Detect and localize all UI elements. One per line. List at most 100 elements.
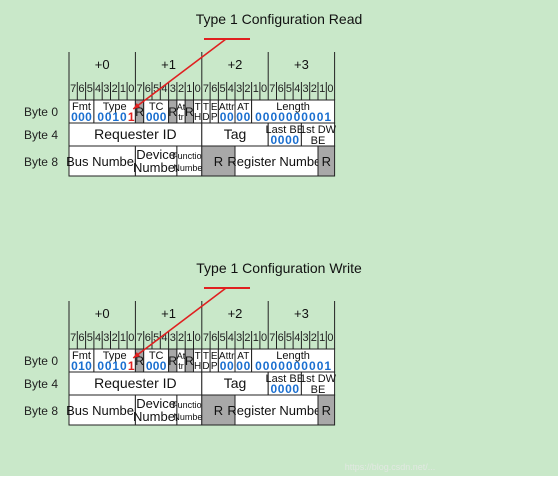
bit-number: 5	[286, 83, 292, 95]
tc-value: 0	[160, 359, 167, 373]
reserved-label: R	[135, 354, 144, 368]
ep-label: P	[211, 361, 218, 372]
type-label: Type	[103, 101, 127, 113]
last-be-value: 0	[292, 133, 299, 147]
row-label: Byte 4	[24, 128, 58, 142]
pointer-arrow	[132, 287, 227, 359]
type-value: 1	[112, 110, 119, 124]
bit-number: 2	[178, 332, 184, 344]
device-number-label: Device	[136, 396, 176, 411]
length-value: 0	[278, 110, 285, 124]
device-number-label: Number	[133, 160, 180, 175]
reserved-field	[317, 145, 336, 177]
bus-number-field	[68, 394, 136, 426]
bus-number-label: Bus Number	[66, 154, 139, 169]
byte-header: +0	[95, 306, 110, 321]
length-label: Length	[276, 350, 310, 362]
row-label: Byte 4	[24, 377, 58, 391]
th-label: H	[194, 112, 201, 123]
bit-number: 1	[186, 83, 192, 95]
bit-number: 3	[302, 332, 308, 344]
at-value: 0	[244, 359, 251, 373]
bit-number: 2	[311, 83, 317, 95]
tc-value: 0	[153, 110, 160, 124]
fmt-value: 0	[85, 359, 92, 373]
bit-number: 6	[145, 332, 151, 344]
bit-number: 3	[302, 83, 308, 95]
bit-number: 6	[78, 83, 84, 95]
bit-number: 5	[87, 332, 93, 344]
length-value: 0	[263, 359, 270, 373]
th-label: H	[194, 361, 201, 372]
bit-number: 2	[244, 332, 250, 344]
bit-number: 7	[269, 332, 275, 344]
fmt-value: 0	[71, 110, 78, 124]
length-value: 1	[324, 359, 331, 373]
arrow-head	[133, 351, 141, 358]
fmt-value: 0	[85, 110, 92, 124]
last-be-value: 0	[271, 382, 278, 396]
byte-header: +3	[294, 306, 309, 321]
bit-number: 3	[103, 83, 109, 95]
attr-value: 0	[227, 110, 234, 124]
bit-number: 4	[294, 332, 300, 344]
reserved-label: R	[185, 354, 194, 368]
bit-number: 6	[211, 332, 217, 344]
bit-number: 6	[278, 332, 284, 344]
bit-number: 4	[95, 332, 101, 344]
tc-value: 0	[146, 359, 153, 373]
requester-id-label: Requester ID	[94, 375, 176, 391]
td-label: T	[203, 351, 209, 362]
type-value: 0	[120, 110, 127, 124]
length-value: 0	[317, 359, 324, 373]
bit-number: 7	[269, 83, 275, 95]
type-last-bit: 1	[128, 110, 135, 124]
fmt-value: 0	[78, 110, 85, 124]
byte-header: +3	[294, 57, 309, 72]
pointer-arrow	[132, 38, 227, 110]
reserved-label: R	[168, 105, 177, 119]
bit-number: 2	[112, 83, 118, 95]
last-be-value: 0	[285, 133, 292, 147]
fmt-value: 0	[71, 359, 78, 373]
tag-label: Tag	[224, 375, 247, 391]
device-number-label: Number	[133, 409, 180, 424]
function-number-label: Function	[172, 151, 207, 161]
bit-number: 3	[170, 83, 176, 95]
bit-number: 7	[136, 83, 142, 95]
fmt-label: Fmt	[72, 101, 91, 113]
length-value: 0	[309, 359, 316, 373]
bit-number: 1	[319, 332, 325, 344]
first-dw-be-label: 1st DW	[300, 124, 337, 136]
bit-number: 0	[327, 332, 333, 344]
bit-number: 1	[253, 332, 259, 344]
last-be-label: Last BE	[266, 373, 305, 385]
row-label: Byte 0	[24, 105, 58, 119]
bit-number: 7	[70, 83, 76, 95]
td-label: T	[203, 102, 209, 113]
bit-number: 4	[161, 332, 167, 344]
bit-number: 2	[112, 332, 118, 344]
watermark: https://blog.csdn.net/...	[345, 462, 436, 472]
length-value: 0	[271, 110, 278, 124]
panel-title: Type 1 Configuration Write	[196, 260, 362, 276]
bit-number: 0	[327, 83, 333, 95]
length-value: 0	[294, 110, 301, 124]
tag-label: Tag	[224, 126, 247, 142]
bit-number: 6	[278, 83, 284, 95]
bit-number: 7	[136, 332, 142, 344]
first-dw-be-label: BE	[311, 384, 326, 396]
bit-number: 4	[294, 83, 300, 95]
last-be-value: 0	[292, 382, 299, 396]
type-value: 0	[97, 110, 104, 124]
bit-number: 0	[195, 332, 201, 344]
last-be-value: 0	[285, 382, 292, 396]
length-value: 0	[286, 359, 293, 373]
length-value: 0	[301, 359, 308, 373]
bit-number: 0	[195, 83, 201, 95]
bit-number: 2	[178, 83, 184, 95]
bit-number: 5	[87, 83, 93, 95]
row-label: Byte 8	[24, 155, 58, 169]
length-value: 0	[294, 359, 301, 373]
